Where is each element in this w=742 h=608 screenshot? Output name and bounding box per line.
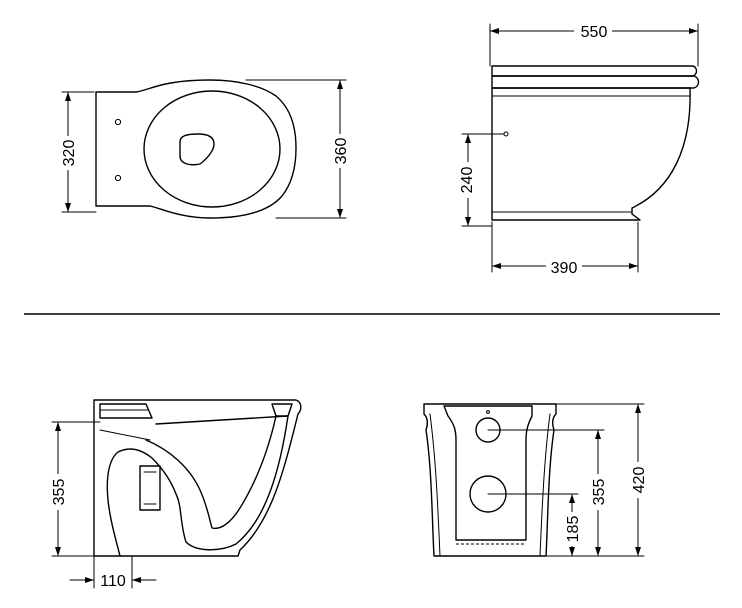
dimension-550: 550 [489, 22, 699, 67]
section-bowl-inner [106, 415, 289, 557]
rear-view: 185 355 420 [423, 403, 648, 557]
fixing-hole-lower [114, 174, 122, 182]
dimension-355-section-label: 355 [51, 479, 68, 506]
dimension-360-label: 360 [333, 138, 350, 165]
dimension-185: 185 [487, 493, 582, 557]
dimension-240: 240 [456, 133, 505, 227]
seat-ring [491, 75, 700, 89]
seat-lid [491, 65, 698, 77]
dimension-240-label: 240 [459, 167, 476, 194]
section-outer-outline [93, 399, 302, 557]
dimension-550-label: 550 [581, 24, 608, 41]
top-view: 320 360 [58, 79, 350, 219]
side-body [491, 87, 691, 221]
dimension-420-label: 420 [631, 467, 648, 494]
dimension-390: 390 [491, 221, 639, 277]
dimension-360: 360 [245, 79, 350, 219]
dimension-390-label: 390 [551, 260, 578, 277]
dimension-355-section: 355 [48, 421, 101, 557]
dimension-110: 110 [69, 555, 157, 590]
section-rim-right [271, 403, 293, 417]
side-fixing-hole [503, 131, 509, 137]
dimension-110-label: 110 [100, 573, 126, 590]
dimension-355-rear-label: 355 [591, 479, 608, 506]
dimension-320: 320 [58, 91, 97, 213]
dimension-320-label: 320 [61, 140, 78, 167]
bowl-outlet [179, 133, 215, 166]
rear-outline [423, 403, 557, 557]
dimension-185-label: 185 [565, 516, 582, 543]
rear-panel [443, 405, 533, 541]
section-rim-detail [99, 403, 153, 419]
dimension-420: 420 [555, 403, 648, 557]
section-trap [145, 415, 277, 530]
section-outlet-pipe [139, 465, 161, 511]
fixing-hole-upper [114, 118, 122, 126]
top-view-outline [95, 79, 297, 219]
bowl-rim [143, 90, 281, 208]
side-view: 550 240 390 [456, 22, 700, 277]
section-view: 355 110 [48, 399, 302, 590]
dimension-355-rear: 355 [487, 429, 608, 557]
